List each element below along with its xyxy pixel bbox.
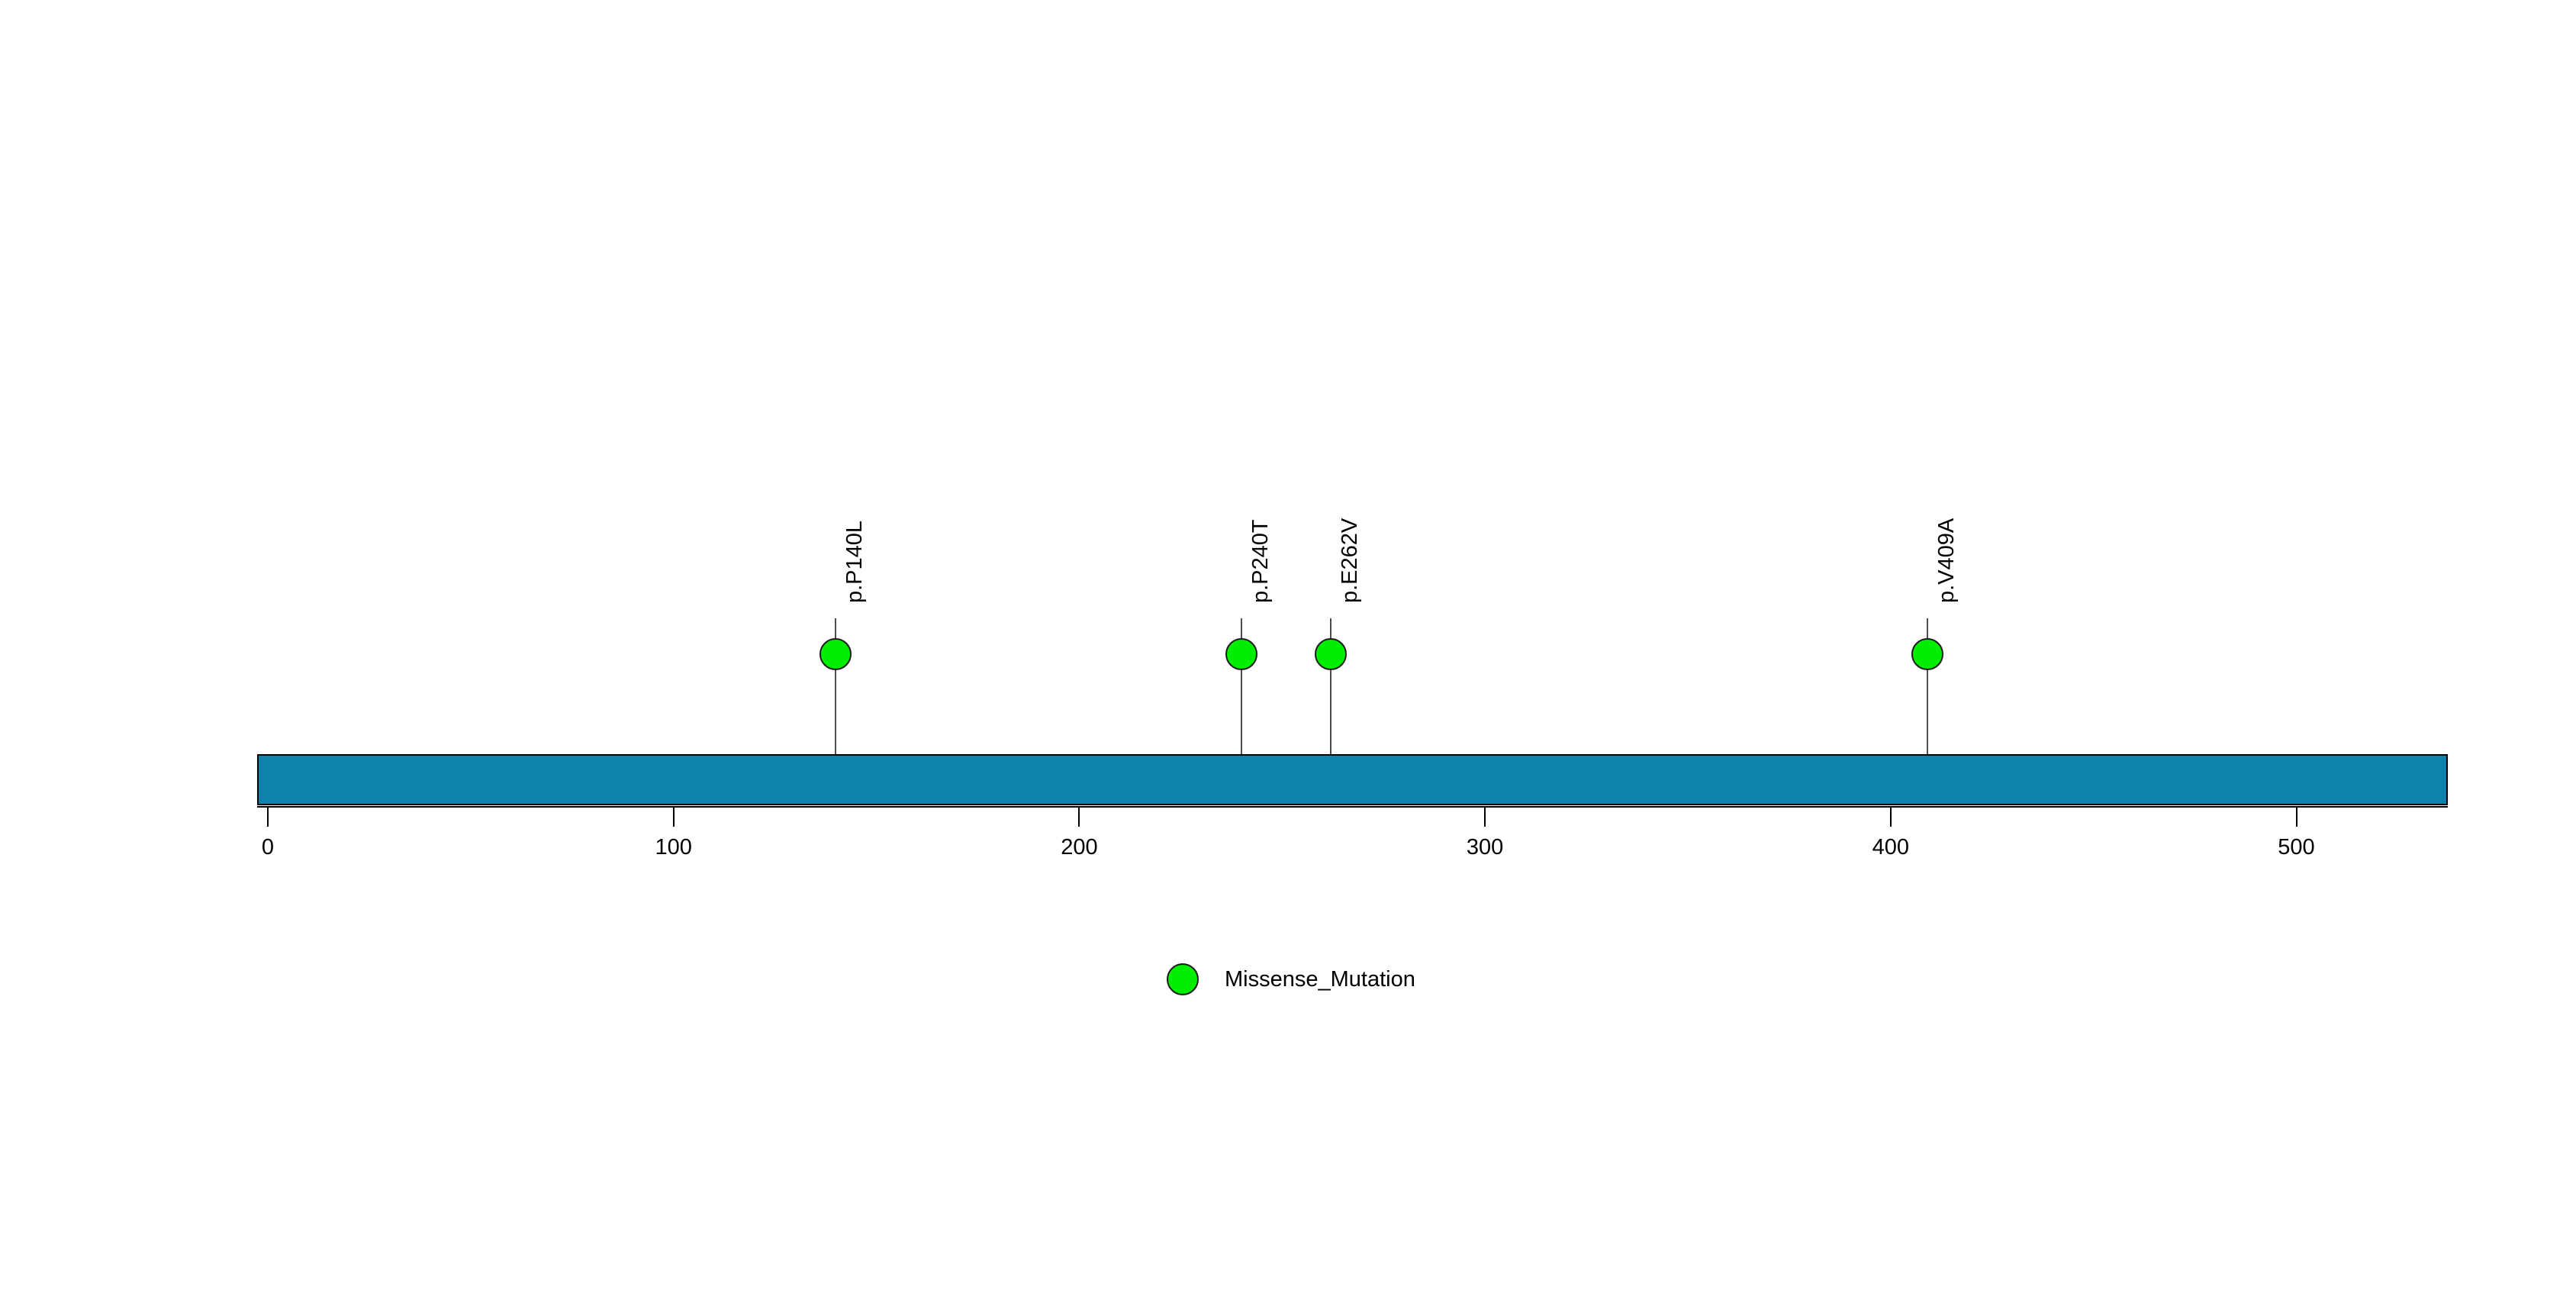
axis-tick-label-400: 400 <box>1872 835 1909 859</box>
lollipop-head-p.P140L[interactable] <box>819 638 852 670</box>
axis-tick-label-300: 300 <box>1466 835 1504 859</box>
lollipop-stem <box>1330 618 1332 805</box>
lollipop-stem <box>1926 618 1928 805</box>
axis-tick-200 <box>1078 807 1080 827</box>
lollipop-label-p.P140L: p.P140L <box>842 520 868 603</box>
axis-tick-label-200: 200 <box>1061 835 1098 859</box>
lollipop-head-p.V409A[interactable] <box>1911 638 1943 670</box>
axis-tick-100 <box>672 807 675 827</box>
lollipop-label-p.V409A: p.V409A <box>1934 518 1959 603</box>
lollipop-label-p.E262V: p.E262V <box>1338 518 1363 603</box>
x-axis-line <box>257 806 2448 808</box>
protein-backbone-bar[interactable] <box>257 754 2448 805</box>
legend: Missense_Mutation <box>1167 963 1415 995</box>
lollipop-head-p.P240T[interactable] <box>1225 638 1258 670</box>
axis-tick-300 <box>1484 807 1486 827</box>
lollipop-label-p.P240T: p.P240T <box>1248 519 1274 603</box>
lollipop-stem <box>835 618 837 805</box>
axis-tick-0 <box>267 807 269 827</box>
axis-tick-400 <box>1889 807 1892 827</box>
axis-tick-label-100: 100 <box>655 835 692 859</box>
legend-swatch-missense-mutation <box>1167 963 1199 995</box>
axis-tick-label-0: 0 <box>261 835 275 859</box>
axis-tick-label-500: 500 <box>2278 835 2315 859</box>
lollipop-head-p.E262V[interactable] <box>1315 638 1348 670</box>
legend-label-missense-mutation: Missense_Mutation <box>1225 966 1415 992</box>
axis-tick-500 <box>2295 807 2297 827</box>
lollipop-stem <box>1241 618 1243 805</box>
